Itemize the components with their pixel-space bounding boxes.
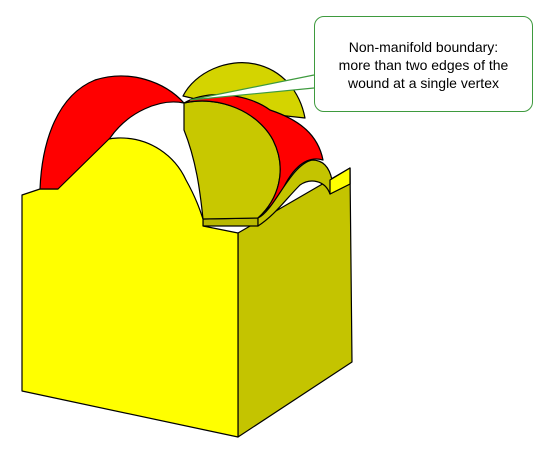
left-red-arch	[39, 75, 185, 190]
callout-text: Non-manifold boundary: more than two edg…	[315, 38, 532, 92]
top-right-ledge	[329, 167, 351, 195]
callout-pointer	[189, 74, 315, 101]
callout-line-3: wound at a single vertex	[348, 75, 499, 91]
callout-line-1: Non-manifold boundary:	[348, 39, 499, 55]
callout-line-2: more than two edges of the	[338, 57, 509, 73]
right-red-arch	[183, 94, 324, 219]
callout-box: Non-manifold boundary: more than two edg…	[314, 16, 533, 112]
